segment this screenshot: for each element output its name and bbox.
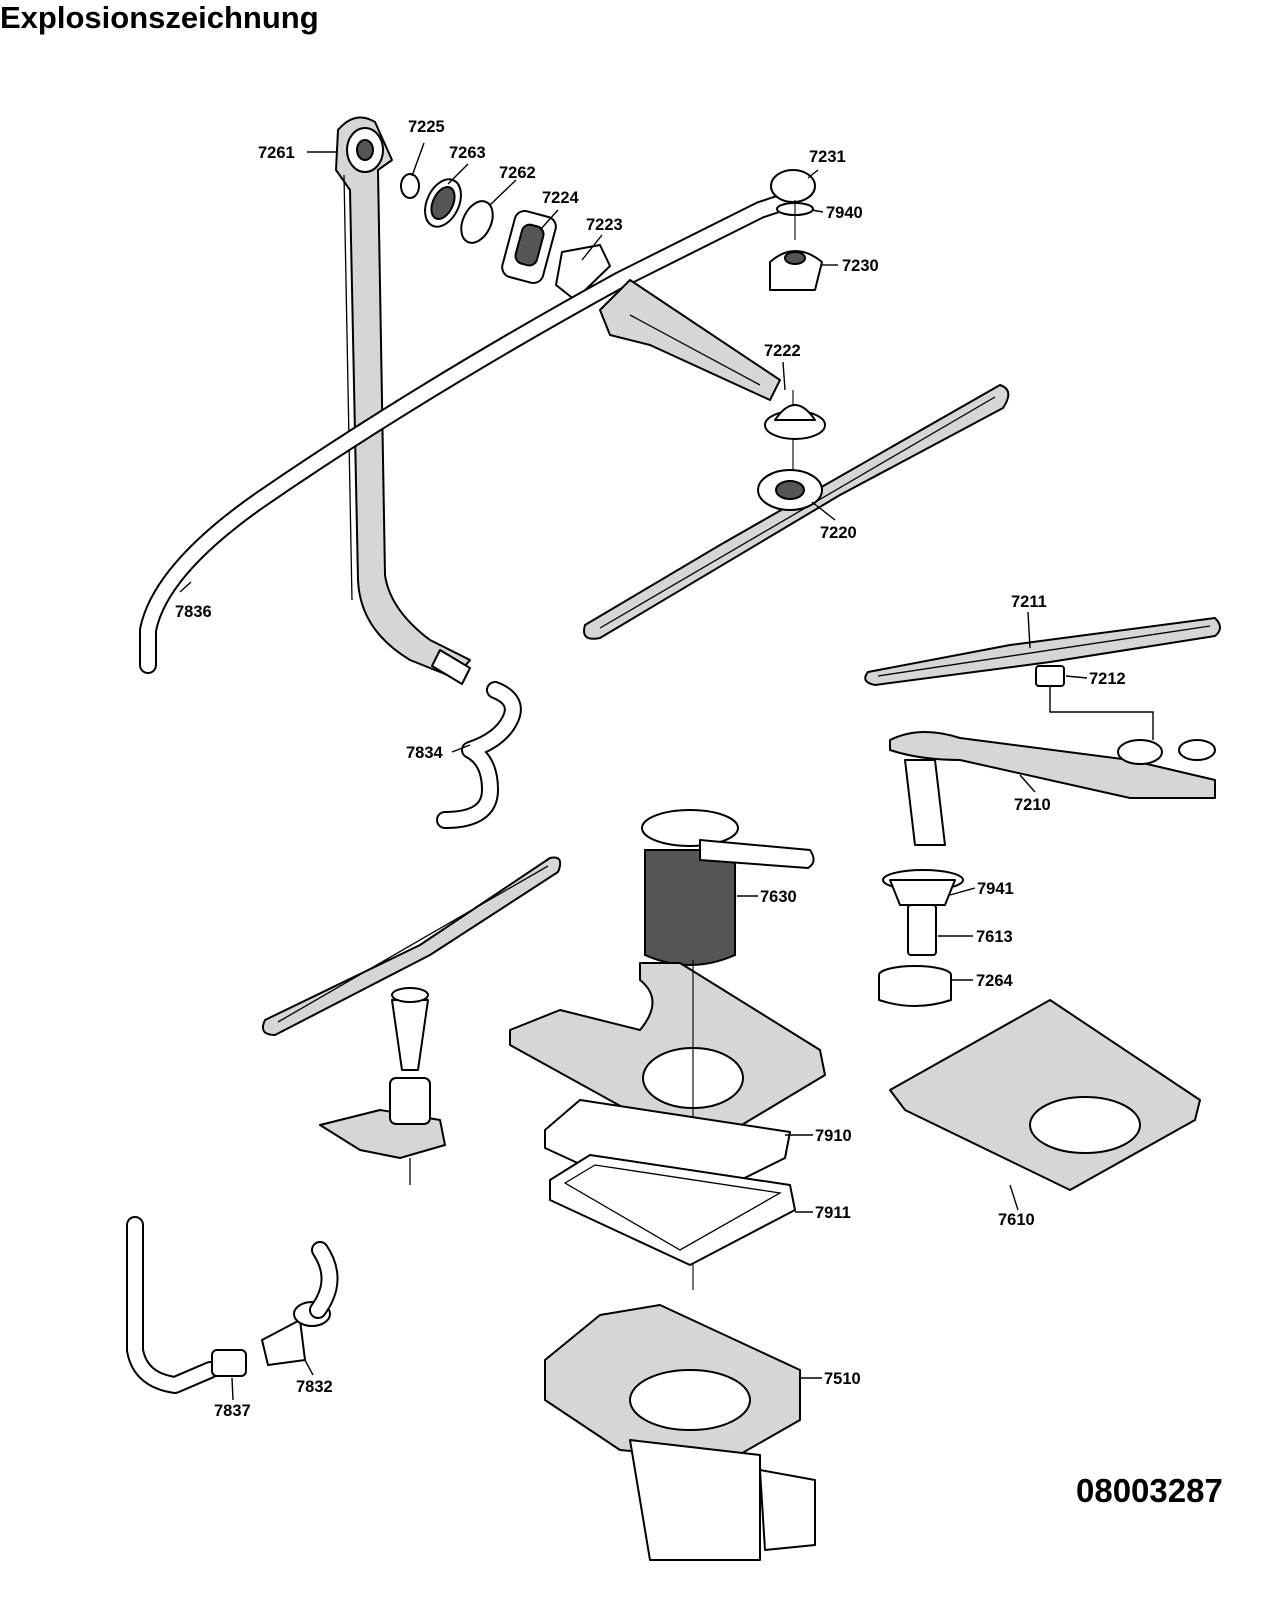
label-7613: 7613 (976, 928, 1013, 946)
part-labels: 7261 7225 7263 7262 7224 7223 7231 7940 … (175, 118, 1126, 1420)
label-7837: 7837 (214, 1402, 251, 1420)
upper-arm-bracket (599, 279, 781, 401)
lower-spray-arm (262, 856, 562, 1185)
label-7940: 7940 (826, 204, 863, 222)
filter-cylinder (641, 809, 815, 966)
label-7210: 7210 (1014, 796, 1051, 814)
riser-pipe (335, 116, 471, 685)
label-7834: 7834 (406, 744, 444, 762)
label-7261: 7261 (258, 144, 295, 162)
drain-hose-upper (436, 681, 522, 829)
label-7222: 7222 (764, 342, 801, 360)
label-7212: 7212 (1089, 670, 1126, 688)
nozzle-fittings (400, 173, 611, 301)
label-7610: 7610 (998, 1211, 1035, 1229)
middle-spray-arm (583, 384, 1010, 640)
leader-lines (179, 142, 1088, 1401)
label-7223: 7223 (586, 216, 623, 234)
upper-spray-arm (864, 617, 1221, 740)
label-7211: 7211 (1011, 593, 1047, 611)
label-7224: 7224 (542, 189, 580, 207)
label-7230: 7230 (842, 257, 879, 275)
gasket-7911 (549, 1154, 796, 1266)
label-7264: 7264 (976, 972, 1014, 990)
label-7262: 7262 (499, 164, 536, 182)
label-7231: 7231 (809, 148, 846, 166)
label-7832: 7832 (296, 1378, 333, 1396)
spray-arm-hub (764, 390, 826, 470)
filter-parts-right (878, 869, 964, 1007)
document-number: 08003287 (1076, 1472, 1223, 1509)
micro-filter (509, 960, 826, 1290)
label-7220: 7220 (820, 524, 857, 542)
label-7911: 7911 (815, 1204, 851, 1222)
label-7225: 7225 (408, 118, 445, 136)
label-7630: 7630 (760, 888, 797, 906)
label-7836: 7836 (175, 603, 212, 621)
label-7510: 7510 (824, 1370, 861, 1388)
label-7910: 7910 (815, 1127, 852, 1145)
label-7941: 7941 (977, 880, 1014, 898)
label-7263: 7263 (449, 144, 486, 162)
upper-feed-parts (769, 169, 823, 291)
upper-spray-arm-lower (889, 730, 1216, 846)
sump (544, 1304, 816, 1561)
filter-tray (889, 999, 1201, 1191)
drain-fittings (126, 1216, 339, 1394)
page-title: Explosionszeichnung (0, 0, 319, 35)
supply-pipe (139, 191, 799, 674)
